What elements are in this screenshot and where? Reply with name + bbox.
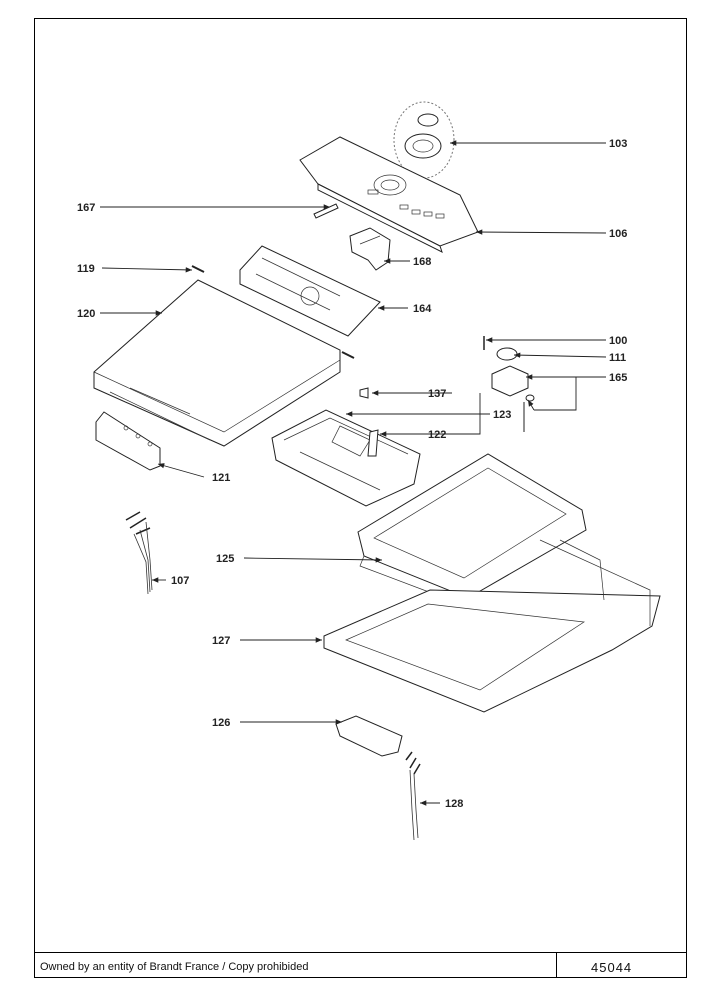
part-128-wire-harness [405,751,421,841]
part-121-handle [95,411,161,471]
part-111-cam [496,347,518,361]
callout-167: 167 [77,202,95,214]
callout-164: 164 [413,303,432,315]
part-122-siphon [367,429,379,457]
callout-111: 111 [609,352,626,364]
callout-119: 119 [77,263,95,275]
part-106-control-panel [299,136,479,253]
part-125-tub-frame [357,453,587,607]
part-127-top-frame [323,539,661,713]
callout-121: 121 [212,472,230,484]
part-126-clip [335,715,403,757]
callout-137: 137 [428,388,446,400]
part-164-control-board [239,245,381,337]
part-167-light-pipe [313,203,339,219]
callout-128: 128 [445,798,463,810]
part-103-knob [393,101,455,179]
callout-168: 168 [413,256,431,268]
callout-165: 165 [609,372,627,384]
part-123-dispenser [271,409,421,507]
document-number: 45044 [591,960,633,975]
part-120-lid [93,279,355,447]
callout-126: 126 [212,717,230,729]
callout-100: 100 [609,335,627,347]
callout-122: 122 [428,429,446,441]
part-137-clip [359,387,369,399]
leader-lines [100,140,607,806]
part-165-selector [491,365,535,432]
callout-103: 103 [609,138,627,150]
callout-107: 107 [171,575,189,587]
callout-106: 106 [609,228,627,240]
callout-127: 127 [212,635,230,647]
part-119-pin [191,265,205,273]
part-107-wire-harness [125,511,153,595]
callout-123: 123 [493,409,511,421]
drawing-frame [34,18,687,978]
callout-125: 125 [216,553,234,565]
part-168-bracket [349,227,391,271]
footer-bar: Owned by an entity of Brandt France / Co… [34,952,687,978]
ownership-notice: Owned by an entity of Brandt France / Co… [40,961,309,973]
footer-divider [556,953,557,978]
callout-120: 120 [77,308,95,320]
